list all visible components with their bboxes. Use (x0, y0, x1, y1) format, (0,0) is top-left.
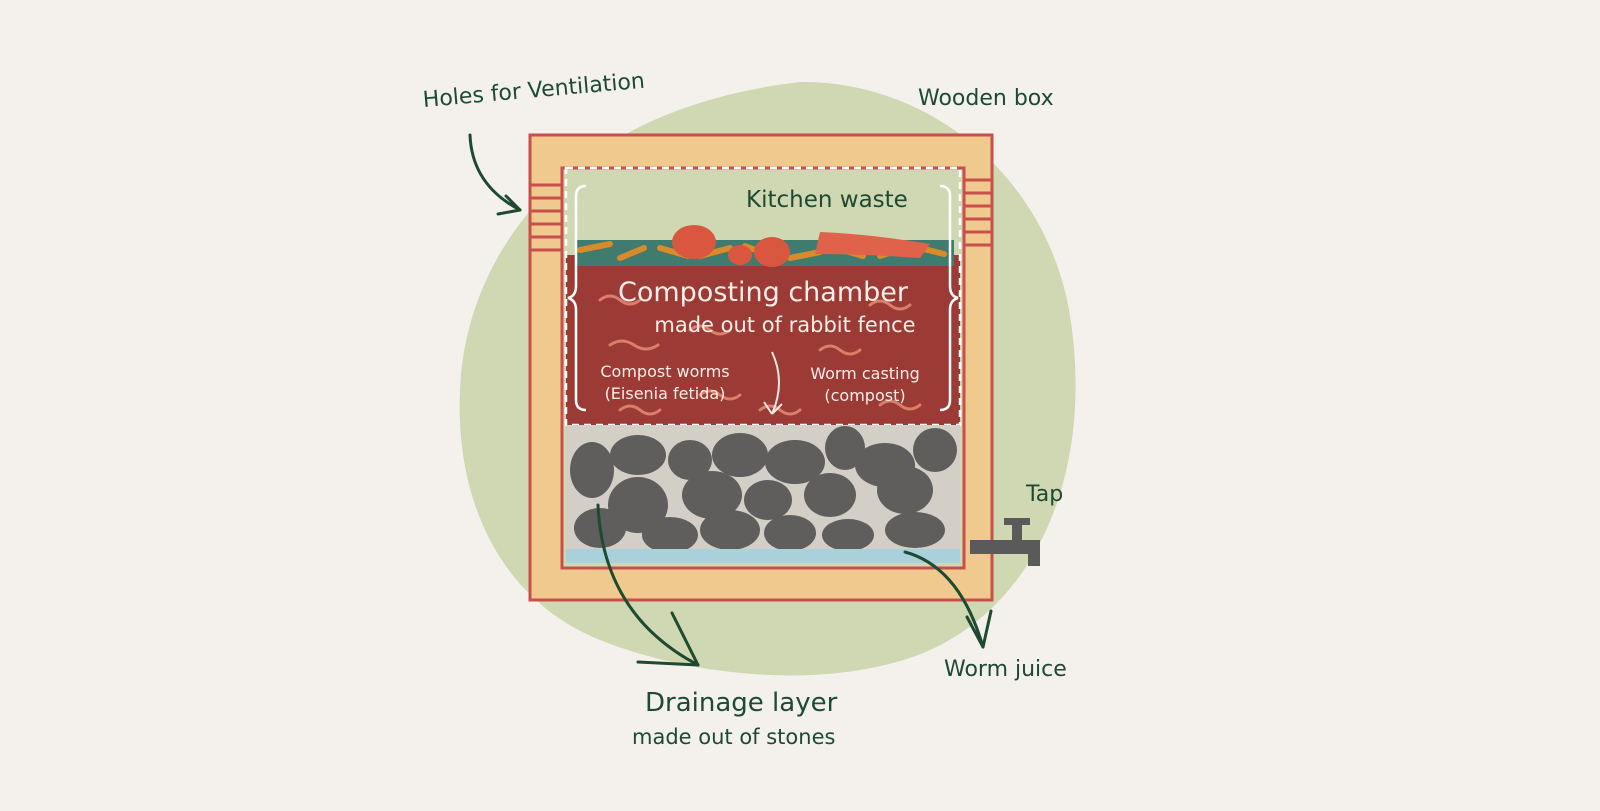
label-drainage-layer: Drainage layer (645, 688, 838, 718)
chamber-bracket-left (567, 184, 587, 412)
kitchen-waste-layer (576, 225, 954, 267)
label-wooden-box: Wooden box (918, 86, 1054, 111)
chamber-bracket-right (939, 184, 959, 412)
worms (598, 294, 922, 416)
label-compost-worms-species: (Eisenia fetida) (604, 384, 726, 403)
label-tap: Tap (1026, 482, 1064, 507)
label-compost-worms: Compost worms (600, 362, 730, 381)
ventilation-holes-right (963, 178, 991, 247)
rabbit-fence (564, 166, 962, 427)
drainage-stones (570, 426, 957, 553)
label-worm-juice: Worm juice (944, 657, 1067, 682)
label-composting-chamber: Composting chamber (618, 277, 908, 308)
ventilation-holes-left (531, 183, 561, 252)
label-drainage-layer-sub: made out of stones (632, 725, 836, 749)
compost-soil (566, 255, 960, 425)
label-arrows (468, 133, 993, 667)
label-composting-chamber-sub: made out of rabbit fence (654, 313, 916, 337)
label-worm-casting-compost: (compost) (824, 386, 906, 405)
casting-arrow (763, 351, 783, 415)
label-worm-casting: Worm casting (810, 364, 920, 383)
tap-icon (970, 518, 1040, 566)
label-kitchen-waste: Kitchen waste (746, 187, 908, 213)
worm-juice-liquid (566, 549, 960, 563)
